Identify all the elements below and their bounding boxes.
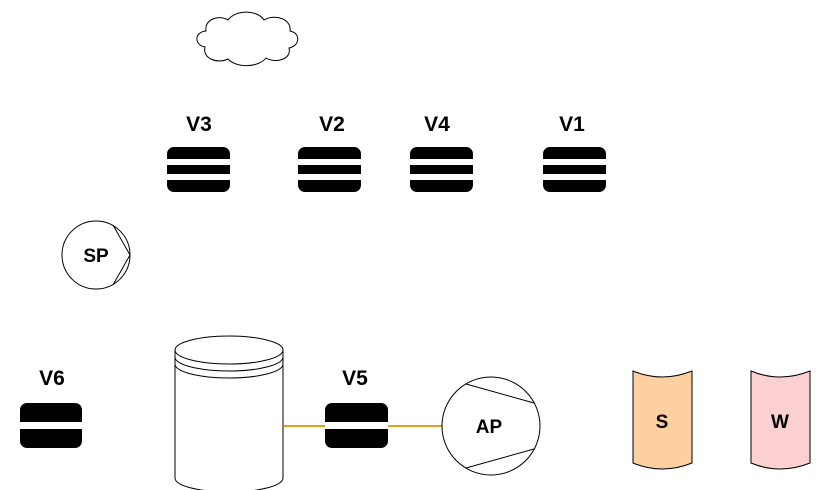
tank-icon: [632, 370, 693, 470]
pump-outlet-lower: [112, 254, 131, 286]
tank-s[interactable]: S: [632, 370, 693, 470]
tank-w[interactable]: W: [750, 370, 811, 470]
pump-outlet-lower: [465, 448, 535, 469]
valve-label: V1: [559, 113, 585, 136]
pump-label: SP: [83, 246, 109, 267]
valve-v5[interactable]: V5: [325, 367, 388, 448]
valve-bar-top: [298, 159, 361, 165]
cloud-icon: [196, 11, 299, 67]
valve-label: V5: [342, 367, 368, 390]
valve-bar: [20, 422, 82, 429]
valve-bar-bottom: [543, 174, 606, 180]
valve-bar-top: [410, 159, 473, 165]
valve-bar-top: [543, 159, 606, 165]
valve-bar-top: [167, 159, 230, 165]
pump-label: AP: [476, 417, 503, 438]
valve-icon: [543, 147, 606, 192]
valve-label: V2: [319, 113, 345, 136]
valve-v1[interactable]: V1: [543, 113, 606, 192]
reservoir-ring-2: [174, 363, 284, 379]
cylinder-storage-icon: [174, 350, 284, 490]
reservoir-top: [174, 335, 284, 365]
valve-label: V3: [186, 113, 212, 136]
valve-v6[interactable]: V6: [20, 367, 82, 448]
valve-icon: [298, 147, 361, 192]
tank-label: S: [656, 412, 669, 433]
tank-icon: [750, 370, 811, 470]
pump-icon: [441, 376, 541, 476]
pump-ap[interactable]: AP: [441, 376, 541, 476]
pump-outlet-upper: [465, 383, 535, 404]
reservoir[interactable]: [174, 335, 284, 490]
valve-bar-bottom: [410, 174, 473, 180]
valve-icon: [410, 147, 473, 192]
tank-label: W: [771, 412, 789, 433]
valve-v4[interactable]: V4: [410, 113, 473, 192]
pump-outlet-upper: [112, 224, 131, 256]
valve-v3[interactable]: V3: [167, 113, 230, 192]
pump-sp[interactable]: SP: [61, 220, 131, 290]
reservoir-ring-1: [174, 356, 284, 372]
valve-label: V6: [39, 367, 65, 390]
valve-bar-bottom: [298, 174, 361, 180]
valve-bar-bottom: [167, 174, 230, 180]
valve-v2[interactable]: V2: [298, 113, 361, 192]
valve-label: V4: [424, 113, 450, 136]
valve-icon: [167, 147, 230, 192]
valve-bar: [325, 422, 388, 429]
